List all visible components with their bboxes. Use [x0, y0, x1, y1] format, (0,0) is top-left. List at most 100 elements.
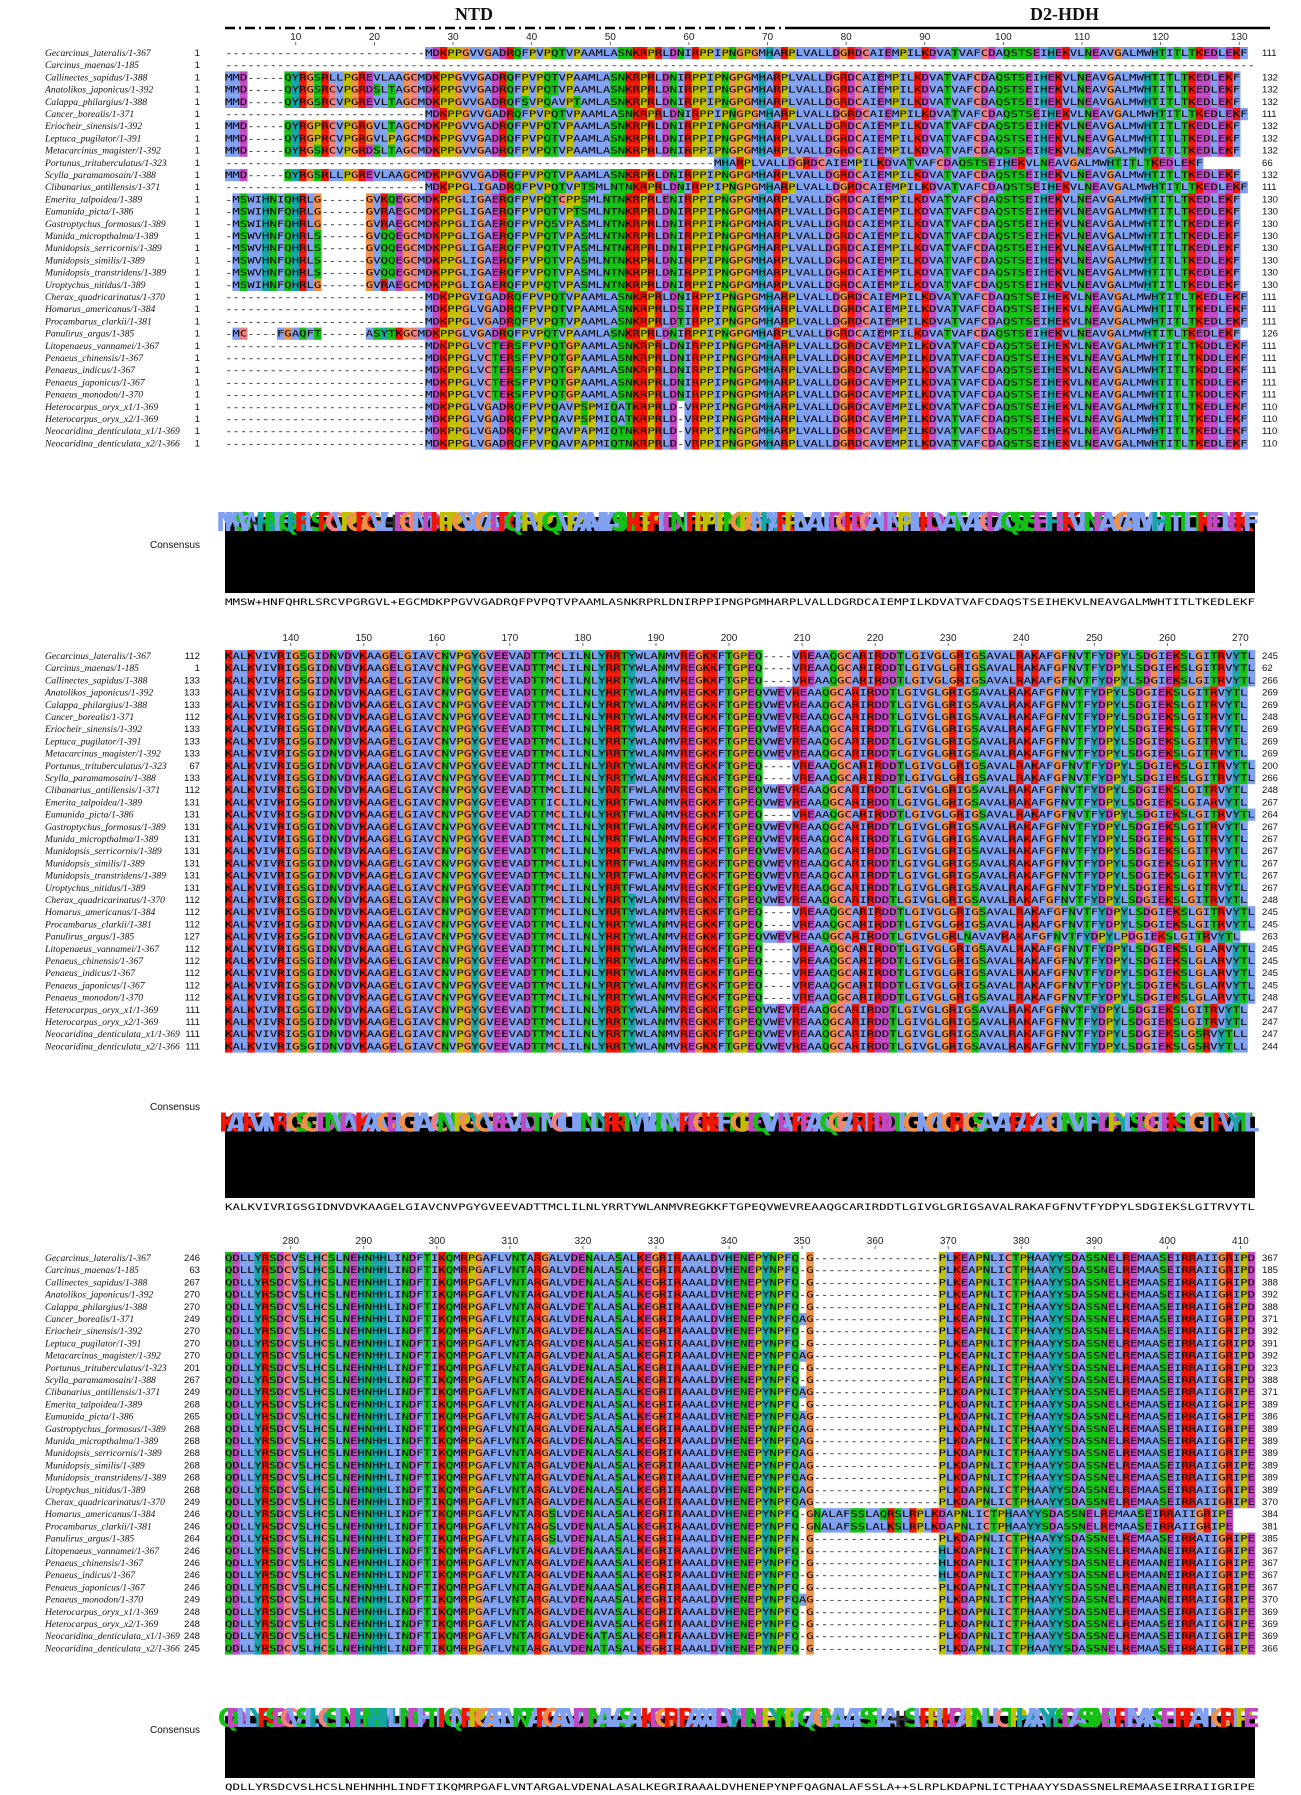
residue-cell — [1017, 95, 1026, 108]
residue-cell — [1032, 144, 1041, 157]
species-name: Carcinus_maenas/1-185 — [45, 60, 139, 71]
residue-cell — [662, 169, 670, 182]
residue-cell — [425, 193, 433, 206]
residue-cell — [677, 108, 685, 121]
residue-cell — [476, 95, 485, 108]
residue-cell — [1158, 120, 1167, 133]
species-name: Callinectes_sapidus/1-388 — [45, 72, 148, 83]
residue-cell — [610, 132, 619, 145]
residue-cell — [565, 71, 574, 84]
residue-cell — [543, 71, 552, 84]
residue-cell — [573, 132, 581, 145]
residue-cell — [410, 71, 418, 84]
residue-cell — [854, 83, 863, 96]
residue-cell — [388, 217, 396, 230]
species-name: Cancer_borealis/1-371 — [45, 712, 134, 723]
sequence-text: ----------------------------------------… — [225, 158, 1203, 169]
residue-cell — [284, 132, 292, 145]
residue-cell — [773, 108, 782, 121]
residue-cell — [928, 193, 937, 206]
residue-cell — [1195, 132, 1204, 145]
residue-cell — [462, 71, 470, 84]
residue-cell — [1003, 156, 1011, 169]
residue-cell — [239, 217, 248, 230]
residue-cell — [891, 71, 900, 84]
residue-cell — [677, 71, 685, 84]
residue-cell — [677, 217, 685, 230]
residue-cell — [536, 83, 544, 96]
residue-cell — [417, 83, 426, 96]
residue-cell — [380, 193, 389, 206]
residue-cell — [840, 181, 848, 194]
residue-cell — [573, 193, 581, 206]
residue-cell — [788, 181, 796, 194]
residue-cell — [484, 144, 493, 157]
residue-cell — [1173, 169, 1182, 182]
residue-cell — [980, 120, 989, 133]
residue-cell — [1151, 132, 1159, 145]
residue-cell — [232, 95, 241, 108]
position-tick: 120 — [1152, 32, 1169, 43]
residue-cell — [1188, 83, 1197, 96]
residue-cell — [447, 144, 456, 157]
residue-cell — [1077, 169, 1085, 182]
residue-cell — [1069, 71, 1078, 84]
residue-cell — [995, 169, 1004, 182]
residue-cell — [432, 169, 441, 182]
residue-cell — [669, 193, 678, 206]
end-position: 110 — [1262, 402, 1277, 413]
residue-cell — [654, 169, 663, 182]
residue-cell — [795, 132, 804, 145]
residue-cell — [276, 205, 285, 218]
residue-cell — [491, 217, 500, 230]
residue-cell — [1069, 132, 1078, 145]
residue-cell — [1003, 169, 1011, 182]
residue-cell — [639, 108, 648, 121]
residue-cell — [914, 132, 922, 145]
residue-cell — [573, 205, 581, 218]
residue-cell — [1025, 193, 1033, 206]
residue-cell — [476, 217, 485, 230]
residue-cell — [706, 181, 715, 194]
residue-cell — [447, 120, 456, 133]
residue-cell — [1158, 217, 1167, 230]
residue-cell — [988, 95, 996, 108]
residue-cell — [780, 156, 789, 169]
residue-cell — [417, 217, 426, 230]
residue-cell — [899, 95, 908, 108]
residue-cell — [721, 144, 730, 157]
residue-cell — [299, 144, 307, 157]
residue-cell — [395, 132, 404, 145]
residue-cell — [336, 144, 344, 157]
residue-cell — [291, 169, 300, 182]
residue-cell — [691, 120, 700, 133]
residue-cell — [943, 193, 952, 206]
residue-cell — [343, 71, 352, 84]
residue-cell — [1032, 217, 1041, 230]
residue-cell — [817, 217, 826, 230]
residue-cell — [943, 217, 952, 230]
residue-cell — [1069, 217, 1078, 230]
residue-cell — [914, 95, 922, 108]
residue-cell — [499, 95, 507, 108]
residue-cell — [639, 205, 648, 218]
species-name: Penaeus_indicus/1-367 — [44, 365, 136, 376]
residue-cell — [1003, 193, 1011, 206]
residue-cell — [825, 132, 833, 145]
residue-cell — [410, 132, 418, 145]
residue-cell — [817, 181, 826, 194]
residue-cell — [1069, 144, 1078, 157]
residue-cell — [350, 144, 359, 157]
residue-cell — [1017, 217, 1026, 230]
species-name: Calappa_philargius/1-388 — [45, 700, 147, 711]
residue-cell — [439, 132, 448, 145]
residue-cell — [647, 95, 656, 108]
residue-cell — [299, 71, 307, 84]
residue-cell — [825, 217, 833, 230]
residue-cell — [951, 71, 959, 84]
residue-cell — [565, 181, 574, 194]
residue-cell — [225, 95, 233, 108]
residue-cell — [454, 205, 463, 218]
residue-cell — [595, 132, 604, 145]
residue-cell — [1010, 83, 1019, 96]
